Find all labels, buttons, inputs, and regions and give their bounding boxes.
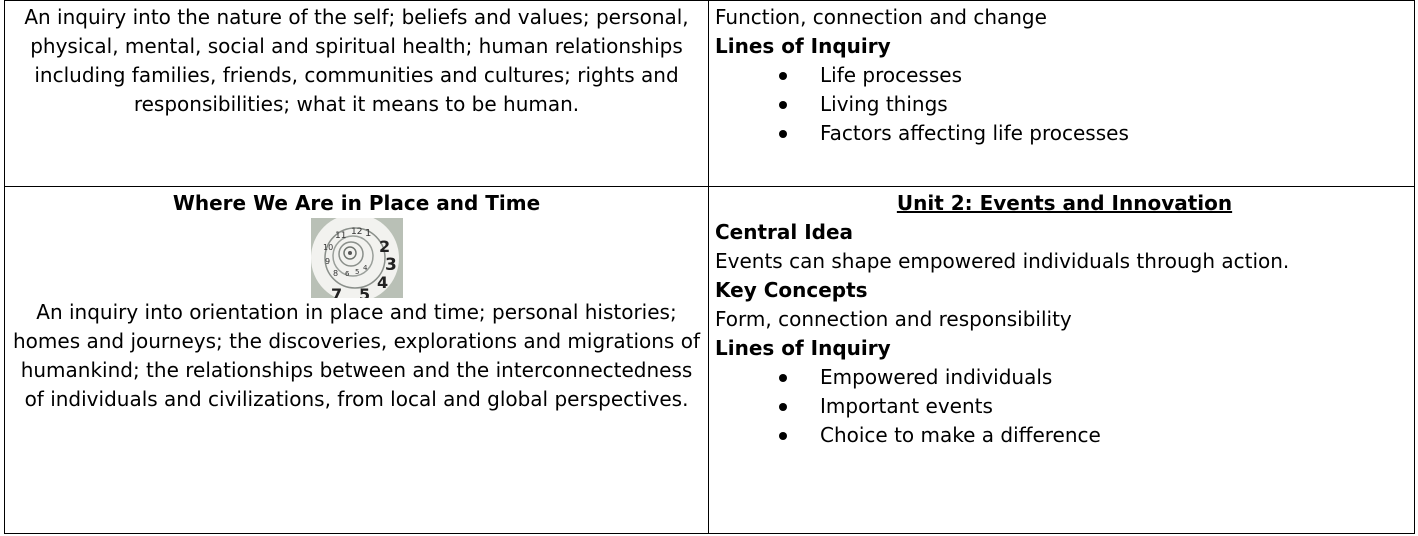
theme-cell: Where We Are in Place and Time 2 3 4 5 7… [4, 186, 709, 534]
unit-details: Function, connection and change Lines of… [710, 2, 1414, 149]
list-item: Empowered individuals [715, 363, 1414, 392]
bullet-icon [779, 130, 787, 138]
list-item: Life processes [715, 61, 1414, 90]
svg-text:4: 4 [377, 273, 388, 292]
svg-text:4: 4 [363, 264, 368, 272]
theme-description: An inquiry into orientation in place and… [13, 300, 700, 411]
theme-description: An inquiry into the nature of the self; … [24, 5, 689, 116]
unit-details-cell: Function, connection and change Lines of… [708, 0, 1415, 187]
svg-text:8: 8 [333, 269, 338, 278]
list-item-text: Living things [820, 92, 948, 116]
lines-of-inquiry-list: Life processes Living things Factors aff… [715, 61, 1414, 148]
svg-text:9: 9 [325, 257, 330, 266]
bullet-icon [779, 403, 787, 411]
table-row: Where We Are in Place and Time 2 3 4 5 7… [4, 186, 1415, 534]
list-item-text: Life processes [820, 63, 962, 87]
unit-cell: Unit 2: Events and Innovation Central Id… [708, 186, 1415, 534]
bullet-icon [779, 101, 787, 109]
list-item-text: Choice to make a difference [820, 423, 1101, 447]
list-item: Factors affecting life processes [715, 119, 1414, 148]
svg-text:3: 3 [385, 255, 397, 275]
svg-text:10: 10 [323, 243, 333, 252]
key-concepts-heading: Key Concepts [715, 278, 868, 302]
bullet-icon [779, 374, 787, 382]
central-idea-heading: Central Idea [715, 220, 854, 244]
lines-of-inquiry-list: Empowered individuals Important events C… [715, 363, 1414, 450]
table-row: An inquiry into the nature of the self; … [4, 0, 1415, 187]
bullet-icon [779, 432, 787, 440]
key-concepts-text: Form, connection and responsibility [715, 307, 1072, 331]
theme-title: Where We Are in Place and Time [172, 191, 541, 215]
theme-block: Where We Are in Place and Time 2 3 4 5 7… [6, 188, 708, 415]
svg-text:2: 2 [379, 237, 390, 256]
svg-text:5: 5 [359, 285, 370, 298]
svg-text:5: 5 [355, 268, 359, 276]
theme-description-cell: An inquiry into the nature of the self; … [4, 0, 709, 187]
svg-text:7: 7 [331, 285, 342, 298]
lines-of-inquiry-heading: Lines of Inquiry [715, 336, 891, 360]
svg-text:11: 11 [335, 231, 346, 241]
list-item-text: Important events [820, 394, 993, 418]
list-item: Living things [715, 90, 1414, 119]
list-item: Important events [715, 392, 1414, 421]
svg-text:1: 1 [365, 228, 371, 239]
central-idea-text: Events can shape empowered individuals t… [715, 249, 1290, 273]
spiral-clock-image: 2 3 4 5 7 12 1 11 10 9 8 6 5 4 [310, 218, 403, 298]
svg-text:12: 12 [351, 227, 362, 237]
list-item: Choice to make a difference [715, 421, 1414, 450]
list-item-text: Factors affecting life processes [820, 121, 1129, 145]
svg-text:6: 6 [345, 270, 350, 278]
unit-details: Unit 2: Events and Innovation Central Id… [710, 188, 1414, 451]
bullet-icon [779, 72, 787, 80]
key-concepts-text: Function, connection and change [715, 5, 1047, 29]
unit-planner-table: An inquiry into the nature of the self; … [4, 0, 1415, 534]
lines-of-inquiry-heading: Lines of Inquiry [715, 34, 891, 58]
list-item-text: Empowered individuals [820, 365, 1053, 389]
unit-title: Unit 2: Events and Innovation [896, 191, 1233, 215]
